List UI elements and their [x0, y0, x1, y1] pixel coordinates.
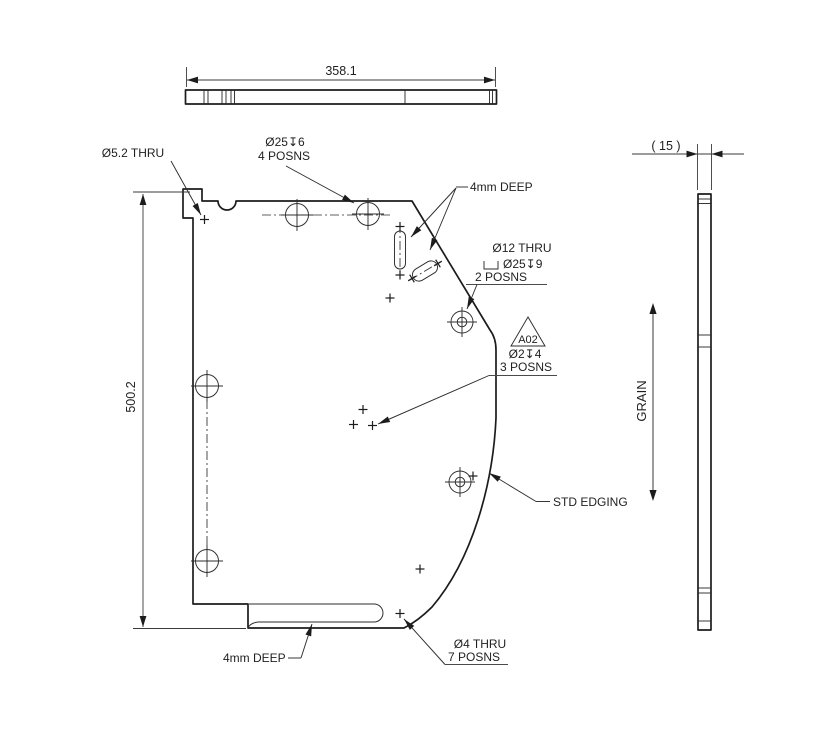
- hole-12-line1: Ø12 THRU: [492, 241, 551, 255]
- edging-text: STD EDGING: [553, 495, 628, 509]
- label-pocket-top: 4mm DEEP: [410, 180, 533, 251]
- thru-cbore-hole-1: [447, 307, 477, 337]
- hole-4-line1: Ø4 THRU: [454, 637, 506, 651]
- label-hole-12: Ø12 THRU Ø25↧9 2 POSNS: [466, 241, 552, 310]
- top-view: 358.1: [184, 64, 498, 105]
- label-datum-holes-2: A02 Ø2↧4 3 POSNS: [377, 316, 557, 425]
- grain-arrow: GRAIN: [634, 303, 657, 501]
- hole-4-line2: 7 POSNS: [448, 650, 500, 664]
- cross-hole-5-2: [200, 215, 209, 224]
- hole-5-2-text: Ø5.2 THRU: [102, 146, 164, 160]
- cbore-hole-3: [191, 370, 223, 402]
- hole-12-line2: Ø25↧9: [503, 257, 543, 271]
- angled-slot: [409, 260, 441, 282]
- label-pocket-bottom: 4mm DEEP: [223, 623, 313, 665]
- top-view-profile: [184, 89, 498, 105]
- grain-text: GRAIN: [634, 380, 649, 421]
- datum-triangle-icon: [510, 316, 546, 347]
- thru-cbore-hole-2: [445, 467, 475, 497]
- cbore-hole-2: [352, 198, 384, 230]
- part-outline: [182, 188, 497, 629]
- counterbore-symbol-icon: [483, 261, 499, 270]
- top-length-dim-text: 358.1: [325, 64, 356, 78]
- hole-2-line2: 3 POSNS: [500, 360, 552, 374]
- front-height-dim-text: 500.2: [124, 381, 138, 412]
- label-edging: STD EDGING: [488, 472, 628, 509]
- drill-centre-crosses: [200, 215, 478, 618]
- datum-flag-text: A02: [518, 334, 538, 346]
- dimension-thickness: ( 15 ): [632, 139, 744, 190]
- front-view: 500.2 Ø5.2 THRU Ø25↧6 4 POSNS 4mm DEEP Ø…: [102, 135, 628, 665]
- dimension-height: 500.2: [124, 191, 246, 629]
- pocket-bottom-text: 4mm DEEP: [223, 651, 286, 665]
- dimension-length: 358.1: [186, 64, 496, 87]
- side-view-profile: [697, 193, 712, 631]
- cbore-hole-4: [191, 545, 223, 577]
- side-view: ( 15 ) GRAIN: [632, 139, 744, 631]
- label-cbore-25: Ø25↧6 4 POSNS: [258, 135, 355, 204]
- side-thickness-dim-text: ( 15 ): [651, 139, 680, 153]
- label-hole-5-2: Ø5.2 THRU: [102, 146, 202, 216]
- cbore-25-line2: 4 POSNS: [258, 149, 310, 163]
- vertical-slot: [394, 224, 406, 277]
- pocket-top-text: 4mm DEEP: [470, 180, 533, 194]
- cbore-25-line1: Ø25↧6: [265, 135, 305, 149]
- bottom-slot: [247, 603, 384, 629]
- label-hole-4: Ø4 THRU 7 POSNS: [403, 618, 508, 665]
- hole-2-line1: Ø2↧4: [509, 347, 542, 361]
- hole-12-line3: 2 POSNS: [475, 270, 527, 284]
